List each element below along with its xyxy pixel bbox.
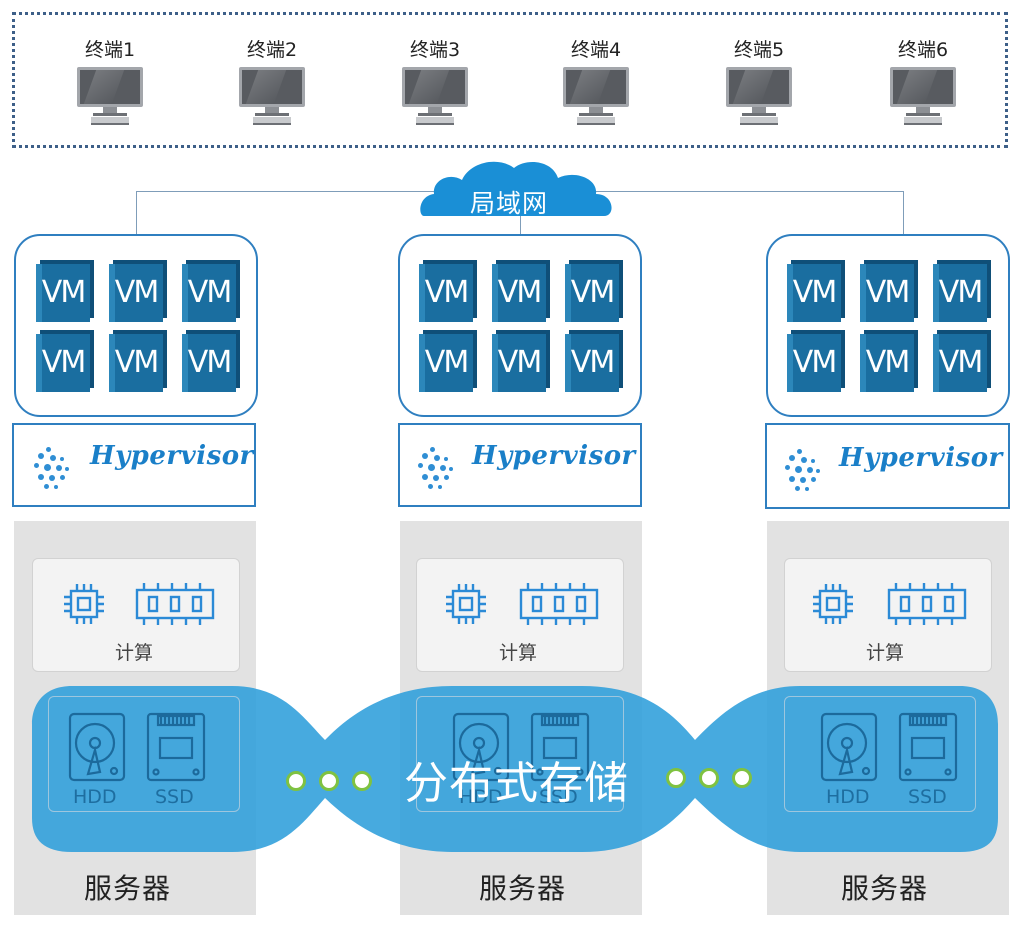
cpu-icon: [813, 584, 853, 624]
storage-box-2: [416, 696, 624, 812]
monitor-icon: [402, 67, 468, 127]
lan-line-left: [136, 191, 137, 234]
hypervisor-logo-icon: [32, 445, 72, 491]
vm-tile: VM: [182, 264, 236, 322]
hypervisor-box-2: Hypervisor: [398, 423, 642, 507]
terminal-1: 终端1: [70, 39, 150, 127]
terminal-4: 终端4: [556, 39, 636, 127]
terminal-5: 终端5: [719, 39, 799, 127]
terminal-6: 终端6: [883, 39, 963, 127]
terminal-label: 终端4: [570, 39, 622, 61]
vm-tile: VM: [787, 264, 841, 322]
terminal-label: 终端5: [733, 39, 785, 61]
connector-dot: [352, 771, 372, 791]
connector-dot: [732, 768, 752, 788]
hdd-icon: [68, 712, 126, 782]
compute-label: 计算: [499, 642, 538, 664]
terminal-group: 终端1 终端2 终端3 终端4 终端5 终端6: [12, 12, 1008, 148]
server-label: 服务器: [479, 872, 567, 905]
lan-label: 局域网: [470, 189, 549, 218]
connector-dot: [666, 768, 686, 788]
ssd-label: SSD: [155, 786, 194, 808]
vm-tile: VM: [182, 334, 236, 392]
connector-dot: [699, 768, 719, 788]
vm-tile: VM: [492, 334, 546, 392]
monitor-icon: [726, 67, 792, 127]
vm-tile: VM: [109, 264, 163, 322]
vm-tile: VM: [933, 334, 987, 392]
monitor-icon: [77, 67, 143, 127]
terminal-label: 终端6: [897, 39, 949, 61]
hdd-icon: [820, 712, 878, 782]
terminal-2: 终端2: [232, 39, 312, 127]
monitor-icon: [563, 67, 629, 127]
vm-tile: VM: [419, 334, 473, 392]
server-label: 服务器: [84, 872, 172, 905]
vm-tile: VM: [36, 264, 90, 322]
ssd-label: SSD: [539, 786, 578, 808]
vm-tile: VM: [787, 334, 841, 392]
vm-tile: VM: [565, 264, 619, 322]
lan-line-right: [903, 191, 904, 234]
storage-box-1: [48, 696, 240, 812]
hypervisor-box-1: Hypervisor: [12, 423, 256, 507]
terminal-3: 终端3: [395, 39, 475, 127]
hypervisor-label: Hypervisor: [90, 441, 254, 471]
ssd-label: SSD: [908, 786, 947, 808]
cpu-icon: [64, 584, 104, 624]
compute-box-3: [784, 558, 992, 672]
memory-icon: [519, 583, 599, 625]
lan-cloud: [420, 161, 612, 216]
monitor-icon: [239, 67, 305, 127]
hypervisor-label: Hypervisor: [472, 441, 636, 471]
hdd-label: HDD: [826, 786, 870, 808]
storage-box-3: [784, 696, 976, 812]
memory-icon: [135, 583, 215, 625]
vm-tile: VM: [36, 334, 90, 392]
hypervisor-label: Hypervisor: [839, 443, 1003, 473]
ssd-icon: [530, 712, 590, 782]
cpu-icon: [446, 584, 486, 624]
hdd-label: HDD: [73, 786, 117, 808]
vm-tile: VM: [419, 264, 473, 322]
hypervisor-box-3: Hypervisor: [765, 423, 1010, 509]
memory-icon: [887, 583, 967, 625]
hdd-icon: [452, 712, 510, 782]
hdd-label: HDD: [459, 786, 503, 808]
compute-label: 计算: [866, 642, 905, 664]
vm-tile: VM: [565, 334, 619, 392]
terminal-label: 终端1: [84, 39, 136, 61]
connector-dot: [286, 771, 306, 791]
terminal-label: 终端3: [409, 39, 461, 61]
connector-dot: [319, 771, 339, 791]
vm-tile: VM: [492, 264, 546, 322]
hypervisor-logo-icon: [416, 445, 456, 491]
distributed-storage-label: 分布式存储: [404, 758, 629, 809]
ssd-icon: [146, 712, 206, 782]
compute-label: 计算: [115, 642, 154, 664]
monitor-icon: [890, 67, 956, 127]
terminal-label: 终端2: [246, 39, 298, 61]
vm-tile: VM: [860, 334, 914, 392]
server-label: 服务器: [841, 872, 929, 905]
vm-tile: VM: [933, 264, 987, 322]
hypervisor-logo-icon: [783, 447, 823, 493]
vm-tile: VM: [109, 334, 163, 392]
vm-tile: VM: [860, 264, 914, 322]
ssd-icon: [898, 712, 958, 782]
